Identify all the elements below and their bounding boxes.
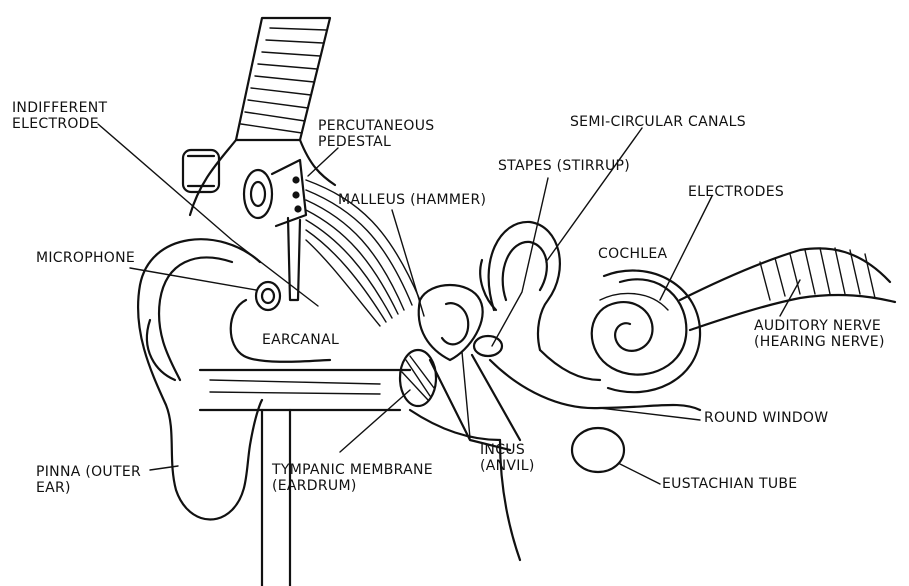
label-cochlea: COCHLEA (598, 246, 667, 262)
label-tympanic-membrane: TYMPANIC MEMBRANE (EARDRUM) (272, 462, 433, 494)
label-microphone: MICROPHONE (36, 250, 135, 266)
indifferent-electrode-device (183, 150, 219, 192)
label-eustachian-tube: EUSTACHIAN TUBE (662, 476, 797, 492)
label-round-window: ROUND WINDOW (704, 410, 828, 426)
label-ear-canal: EARCANAL (262, 332, 339, 348)
label-electrodes: ELECTRODES (688, 184, 784, 200)
percutaneous-pedestal-device (244, 160, 306, 300)
label-indifferent-electrode: INDIFFERENT ELECTRODE (12, 100, 107, 132)
label-incus: INCUS (ANVIL) (480, 442, 535, 474)
microphone-device (256, 282, 280, 310)
label-pinna: PINNA (OUTER EAR) (36, 464, 141, 496)
label-auditory-nerve: AUDITORY NERVE (HEARING NERVE) (754, 318, 885, 350)
label-malleus: MALLEUS (HAMMER) (338, 192, 486, 208)
label-semicircular-canals: SEMI-CIRCULAR CANALS (570, 114, 746, 130)
label-percutaneous-pedestal: PERCUTANEOUS PEDESTAL (318, 118, 434, 150)
semicircular-canals (480, 222, 600, 380)
cochlea-spiral (592, 271, 700, 393)
tympanic-membrane (400, 350, 436, 406)
label-stapes: STAPES (STIRRUP) (498, 158, 630, 174)
